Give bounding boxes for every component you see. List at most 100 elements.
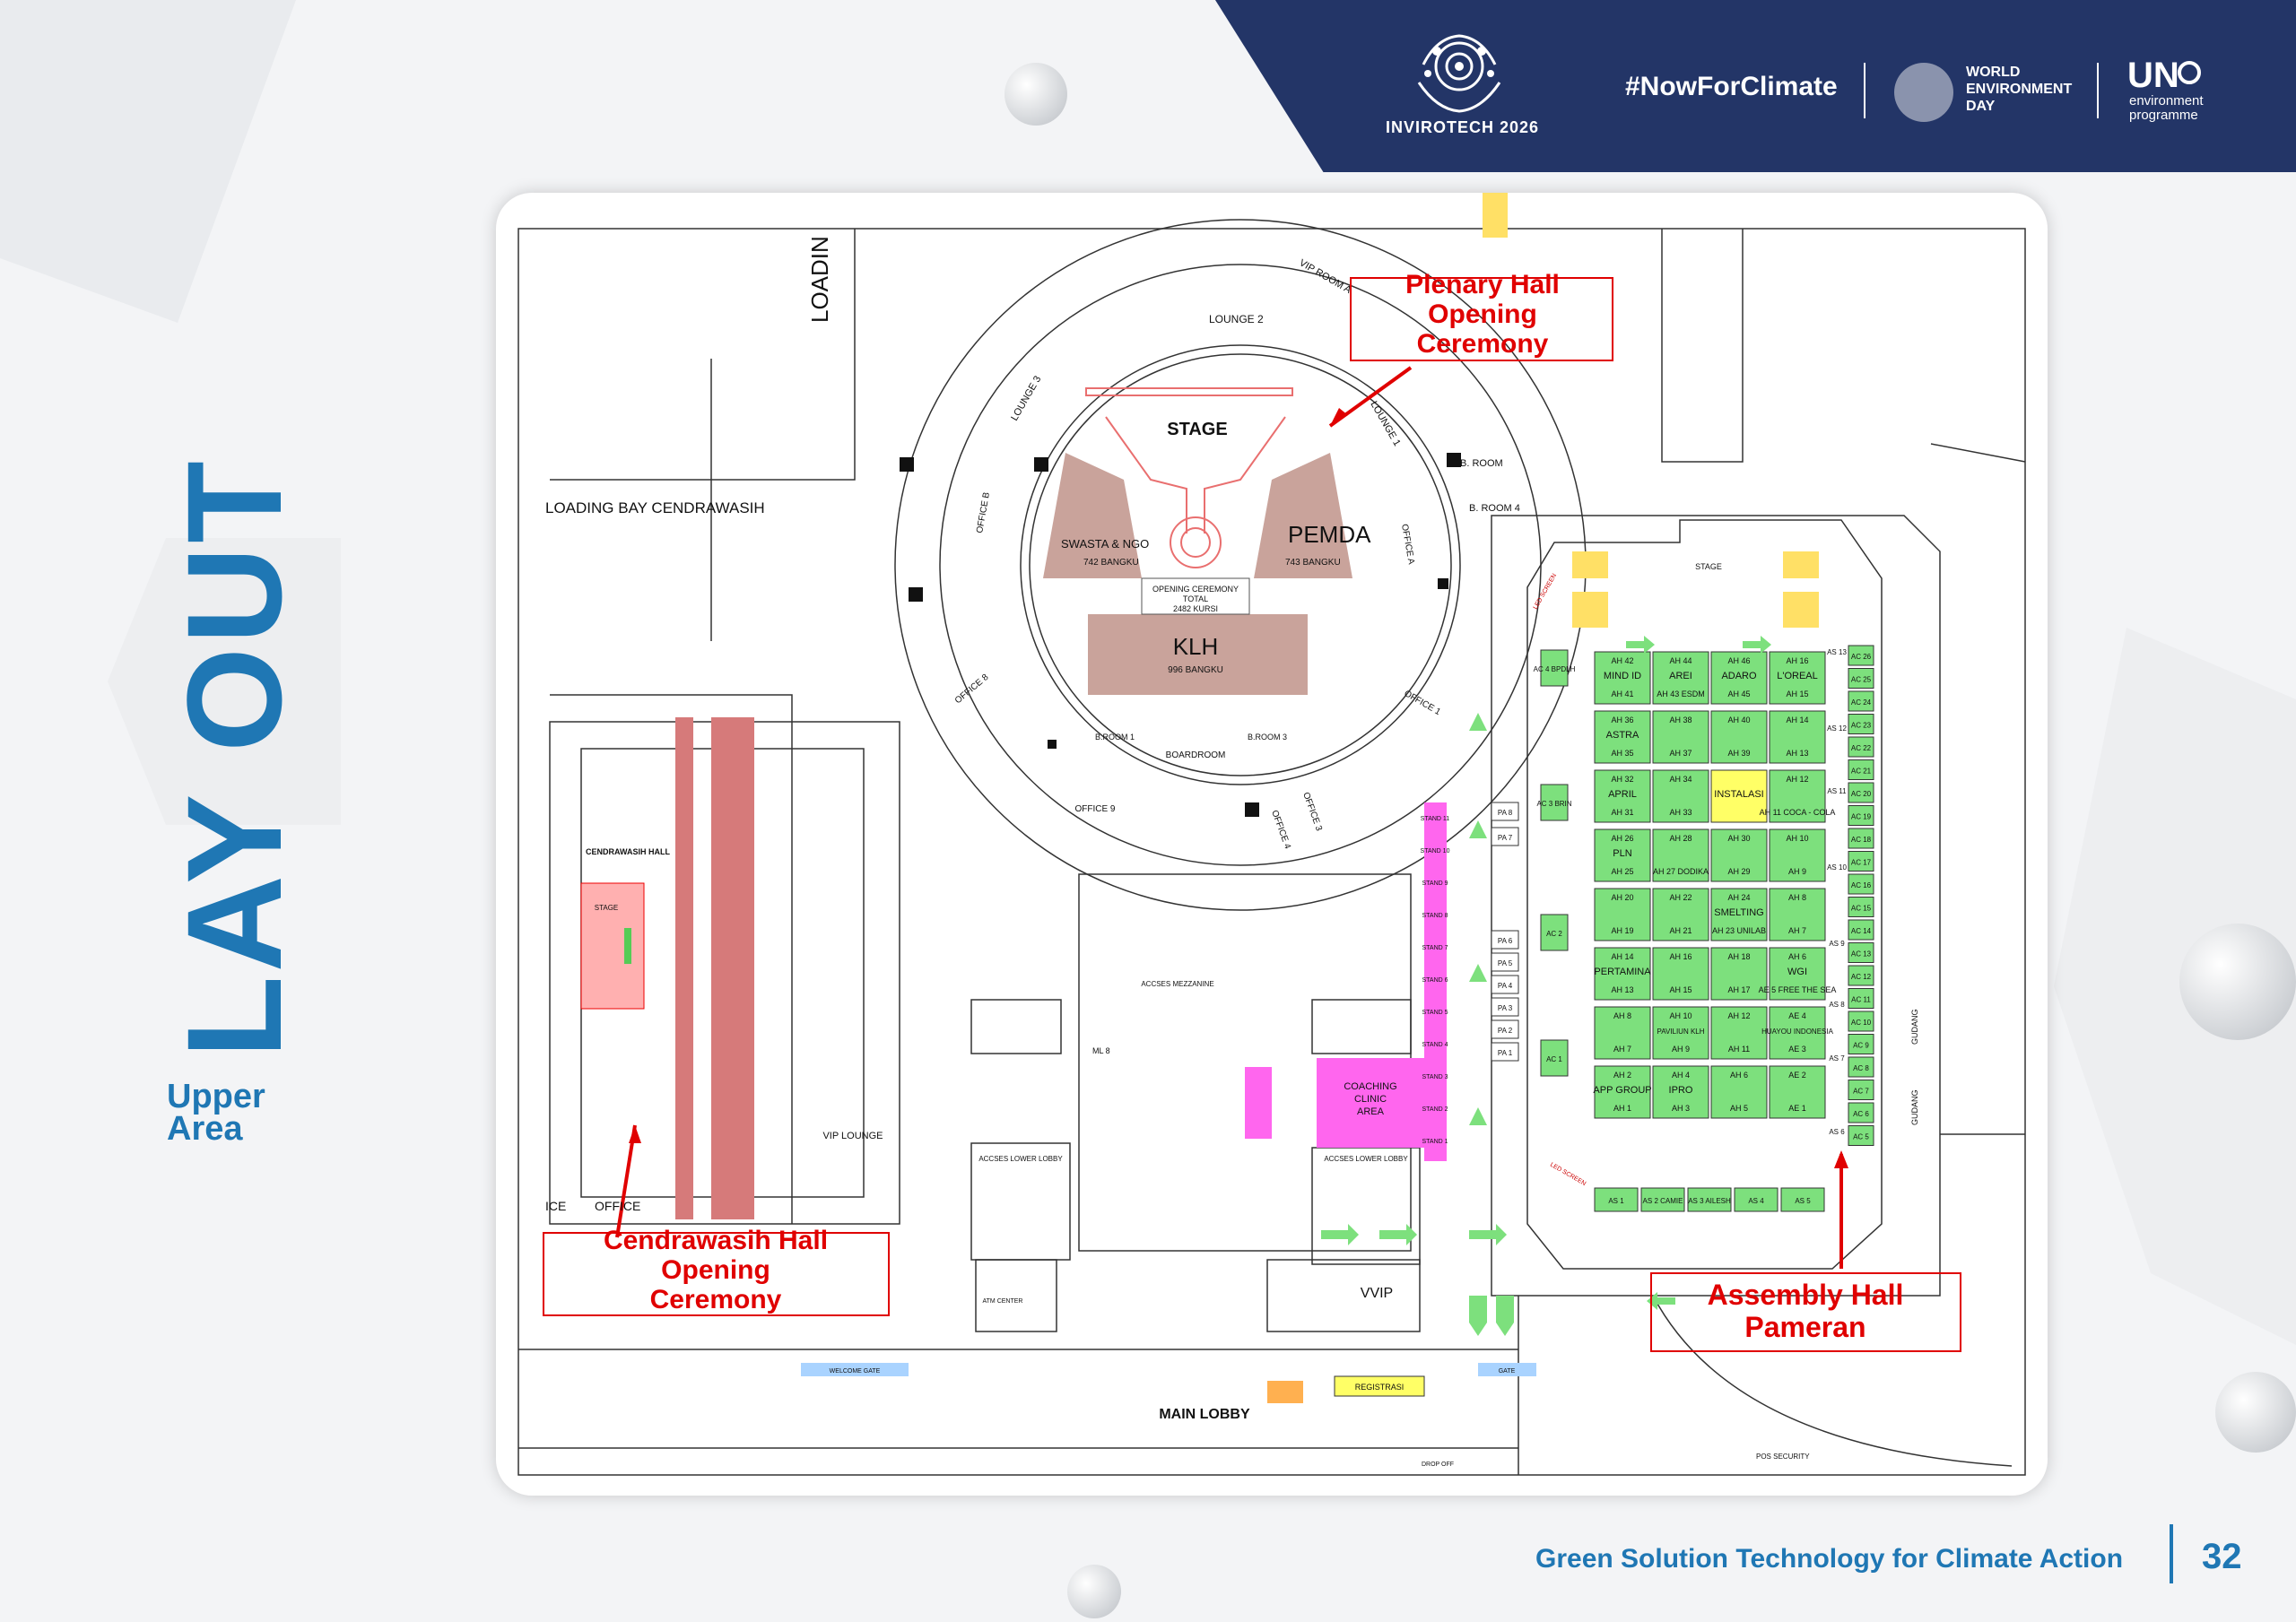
- booth: [1652, 710, 1709, 764]
- seat-block-pemda: [1254, 453, 1352, 578]
- room-label: ML 8: [1092, 1046, 1110, 1055]
- office-label: OFFICE 1: [1403, 689, 1443, 717]
- un-logo-text: UN: [2127, 56, 2179, 95]
- booth: [1594, 710, 1651, 764]
- booth-name: IPRO: [1669, 1085, 1693, 1096]
- lounge-label: LOUNGE 3: [1009, 374, 1043, 422]
- decor-sphere: [2215, 1372, 2296, 1453]
- booth: [1594, 828, 1651, 882]
- booth-code: AC 5: [1853, 1133, 1869, 1141]
- booth: [1652, 1006, 1709, 1060]
- atm-label: ATM CENTER: [983, 1298, 1023, 1305]
- loading-bay-label: LOADING BAY CENDRAWASIH: [545, 499, 765, 516]
- un-sub-label: programme: [2129, 108, 2198, 123]
- booth-code: AH 9: [1788, 867, 1806, 876]
- header-band: [1215, 0, 2296, 172]
- booth-as: [1640, 1187, 1685, 1212]
- booth-code: AC 24: [1851, 698, 1872, 707]
- booth-pa: [1491, 930, 1519, 950]
- booth: [1594, 1006, 1651, 1060]
- main-lobby-label: MAIN LOBBY: [1159, 1407, 1250, 1422]
- stand-label: STAND 2: [1422, 1106, 1448, 1113]
- side-ac: [1848, 965, 1874, 986]
- footer-divider: [2170, 1524, 2173, 1583]
- subtitle-line: Area: [167, 1110, 243, 1148]
- room-label: ICE: [545, 1199, 566, 1213]
- booth-code: AC 1: [1546, 1055, 1562, 1063]
- stand-label: STAND 10: [1421, 848, 1450, 854]
- side-ac: [1848, 668, 1874, 689]
- booth-code: AS 5: [1795, 1197, 1811, 1205]
- booth-code: AH 5: [1730, 1104, 1748, 1113]
- storage-label: GUDANG: [1910, 1009, 1919, 1045]
- side-ac: [1848, 645, 1874, 666]
- booth-code: AH 3: [1672, 1104, 1690, 1113]
- booth-name: AREI: [1669, 671, 1692, 681]
- booth-code: AC 7: [1853, 1088, 1869, 1096]
- room-label: B.ROOM 1: [1095, 733, 1135, 742]
- stand-label: STAND 7: [1422, 945, 1448, 951]
- booth-code: AC 25: [1851, 676, 1872, 684]
- booth: [1594, 651, 1651, 705]
- booth: [1769, 710, 1826, 764]
- booth: [1594, 888, 1651, 941]
- side-ac: [1848, 1056, 1874, 1078]
- booth-pa: [1491, 1019, 1519, 1039]
- booth: [1710, 947, 1768, 1001]
- booth-code: AH 6: [1730, 1071, 1748, 1080]
- stand-label: STAND 1: [1422, 1139, 1448, 1145]
- seat-block-swasta: [1043, 453, 1142, 578]
- assembly-callout: Assembly Hall: [1708, 1279, 1904, 1311]
- booth-code: AS 10: [1827, 863, 1847, 872]
- side-ac: [1848, 690, 1874, 712]
- booth: [1769, 1006, 1826, 1060]
- booth-name: APP GROUP: [1593, 1085, 1651, 1096]
- booth-code: PA 4: [1498, 982, 1513, 990]
- booth-code: AC 12: [1851, 973, 1872, 981]
- booth-name: L'OREAL: [1777, 671, 1818, 681]
- booth-ac: [1540, 914, 1569, 951]
- decor-sphere: [1067, 1565, 1121, 1618]
- booth-name: PAVILIUN KLH: [1657, 1028, 1704, 1036]
- booth-code: AE 2: [1788, 1071, 1806, 1080]
- booth-code: AH 45: [1727, 690, 1750, 698]
- booth-name: SMELTING: [1714, 907, 1763, 918]
- booth-code: AC 23: [1851, 722, 1872, 730]
- screen-label: LED SCREEN: [1549, 1162, 1587, 1187]
- booth-code: AS 9: [1829, 940, 1845, 948]
- booth-code: AC 6: [1853, 1110, 1869, 1118]
- booth-code: AH 31: [1611, 808, 1633, 817]
- seat-block-klh: [1088, 614, 1308, 695]
- booth-code: AH 8: [1613, 1011, 1631, 1020]
- booth: [1594, 947, 1651, 1001]
- booth: [1769, 1065, 1826, 1119]
- booth: [1652, 769, 1709, 823]
- booth-code: AH 11: [1728, 1045, 1750, 1054]
- world-environment-day-logo: [1894, 63, 1953, 122]
- side-ac: [1848, 897, 1874, 917]
- booth-code: AH 7: [1613, 1045, 1631, 1054]
- booth: [1652, 651, 1709, 705]
- side-ac: [1848, 714, 1874, 734]
- lounge-label: LOUNGE 2: [1209, 313, 1264, 325]
- booth-code: AC 16: [1851, 881, 1872, 889]
- room-label: OFFICE: [595, 1199, 640, 1213]
- booth-code: AH 38: [1669, 716, 1692, 724]
- booth-code: AC 13: [1851, 950, 1872, 958]
- booth-code: AH 22: [1669, 893, 1692, 902]
- office-label: OFFICE 3: [1300, 791, 1324, 832]
- booth-code: AH 18: [1727, 952, 1750, 961]
- booth-code: AH 13: [1611, 985, 1633, 994]
- booth-code: AH 14: [1786, 716, 1808, 724]
- booth-code: AH 41: [1611, 690, 1633, 698]
- wed-label: DAY: [1966, 99, 1996, 114]
- side-ac: [1848, 805, 1874, 826]
- booth: [1652, 828, 1709, 882]
- booth-code: AC 22: [1851, 744, 1872, 752]
- side-ac: [1848, 851, 1874, 872]
- side-ac: [1848, 942, 1874, 963]
- hashtag: #NowForClimate: [1625, 72, 1838, 101]
- booth: [1652, 1065, 1709, 1119]
- office-label: OFFICE B: [975, 491, 992, 534]
